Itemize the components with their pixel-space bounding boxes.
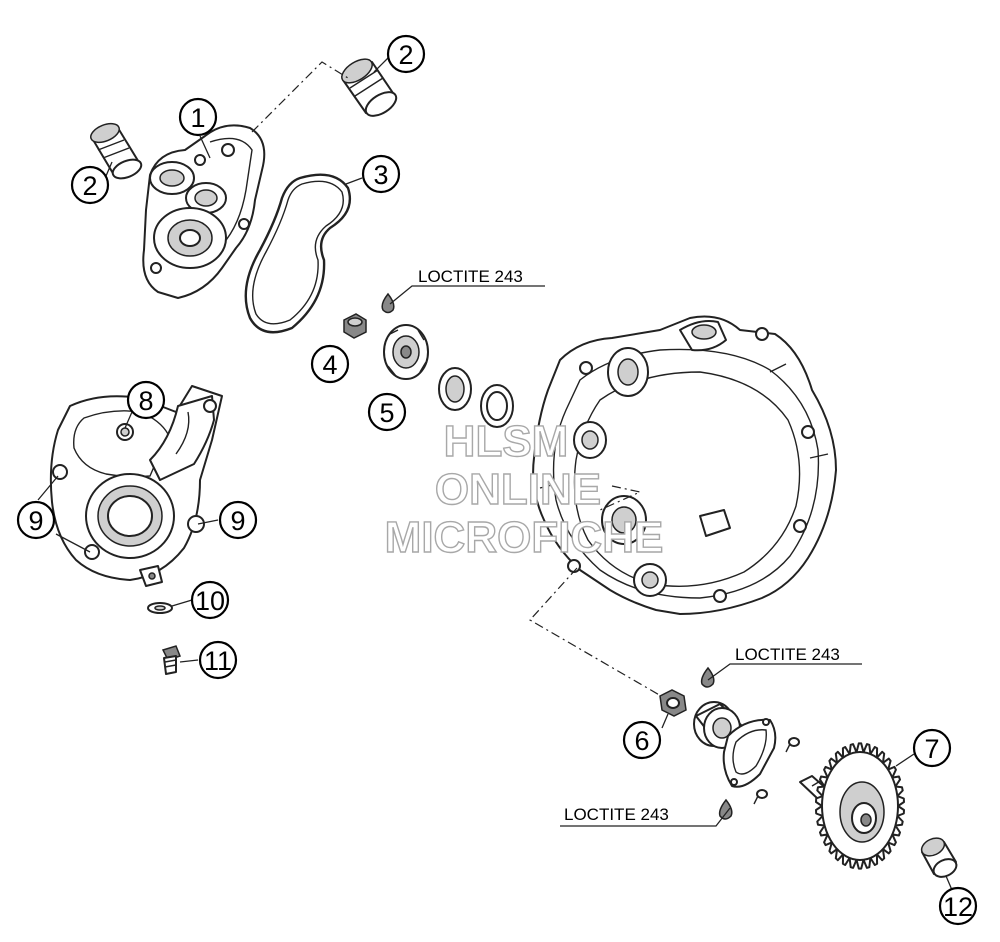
leader-line-c12 <box>945 875 953 891</box>
callout-1: 1 <box>178 97 218 137</box>
loctite-drop-3 <box>718 798 733 820</box>
leader-line-c7 <box>895 753 915 767</box>
water-pump-assembly <box>49 385 223 587</box>
sealing-washer <box>147 602 173 614</box>
callout-7: 7 <box>912 728 952 768</box>
callout-9-right: 9 <box>218 500 258 540</box>
axis-line-mid <box>599 485 642 511</box>
leader-line-c6 <box>661 713 669 729</box>
callout-8: 8 <box>126 380 166 420</box>
svg-text:2: 2 <box>82 171 97 201</box>
svg-text:10: 10 <box>195 586 225 616</box>
leader-line-c2b <box>105 161 113 177</box>
svg-text:11: 11 <box>204 646 232 676</box>
watermark: HLSM ONLINE MICROFICHE <box>384 416 664 562</box>
clutch-cover <box>532 315 837 615</box>
svg-text:ONLINE: ONLINE <box>435 465 601 514</box>
callout-5: 5 <box>367 392 407 432</box>
fitting-upper <box>341 58 398 117</box>
drain-screw <box>161 645 181 675</box>
svg-text:3: 3 <box>373 160 388 190</box>
svg-text:7: 7 <box>924 734 939 764</box>
loctite-label-3: LOCTITE 243 <box>564 805 669 824</box>
callout-6: 6 <box>622 720 662 760</box>
svg-text:8: 8 <box>138 386 153 416</box>
callout-12: 12 <box>938 886 978 926</box>
svg-text:5: 5 <box>379 398 394 428</box>
leader-line-c2a <box>373 57 389 73</box>
leader-line-c9a <box>37 475 91 553</box>
bearing-cover-gasket <box>722 718 777 788</box>
water-pump-cover <box>142 124 266 299</box>
gasket-screw-lower <box>753 789 768 805</box>
loctite-label-1: LOCTITE 243 <box>418 267 523 286</box>
svg-text:4: 4 <box>322 350 337 380</box>
leader-line-l2 <box>707 663 862 681</box>
callout-3: 3 <box>361 154 401 194</box>
shaft-seal-inner <box>480 384 514 428</box>
svg-text:HLSM: HLSM <box>444 417 569 466</box>
svg-text:6: 6 <box>634 726 649 756</box>
svg-text:2: 2 <box>398 40 413 70</box>
leader-line-l3 <box>560 807 731 827</box>
callout-9-left: 9 <box>16 500 56 540</box>
leader-line-c8 <box>124 411 133 429</box>
fitting-left <box>90 122 143 180</box>
gear-nut <box>659 689 687 717</box>
callout-4: 4 <box>310 344 350 384</box>
axis-line-upper <box>251 61 349 133</box>
callout-10: 10 <box>190 580 230 620</box>
water-pump-gear <box>799 742 905 870</box>
shaft-seal-outer <box>438 367 472 411</box>
callout-2-left: 2 <box>70 165 110 205</box>
svg-text:9: 9 <box>230 506 245 536</box>
loctite-drop-2 <box>700 666 715 688</box>
leader-line-c9b <box>197 519 219 525</box>
leader-line-c10 <box>171 599 193 607</box>
needle-bearing <box>920 837 958 878</box>
svg-text:12: 12 <box>943 892 973 922</box>
svg-text:MICROFICHE: MICROFICHE <box>385 513 664 562</box>
gasket-screw-upper <box>785 737 800 753</box>
svg-text:9: 9 <box>28 506 43 536</box>
leader-line-c3 <box>345 177 363 185</box>
callout-11: 11 <box>198 640 238 680</box>
svg-text:1: 1 <box>190 103 205 133</box>
impeller-nut <box>343 313 367 339</box>
callout-2-upper: 2 <box>386 34 426 74</box>
leader-line-c11 <box>179 659 199 663</box>
cover-gasket <box>244 173 352 334</box>
loctite-drop-1 <box>381 292 395 314</box>
axis-line-lower <box>529 567 669 701</box>
impeller <box>383 324 429 380</box>
leader-line-l1 <box>389 285 545 305</box>
leader-line-c1 <box>199 135 211 159</box>
loctite-label-2: LOCTITE 243 <box>735 645 840 664</box>
